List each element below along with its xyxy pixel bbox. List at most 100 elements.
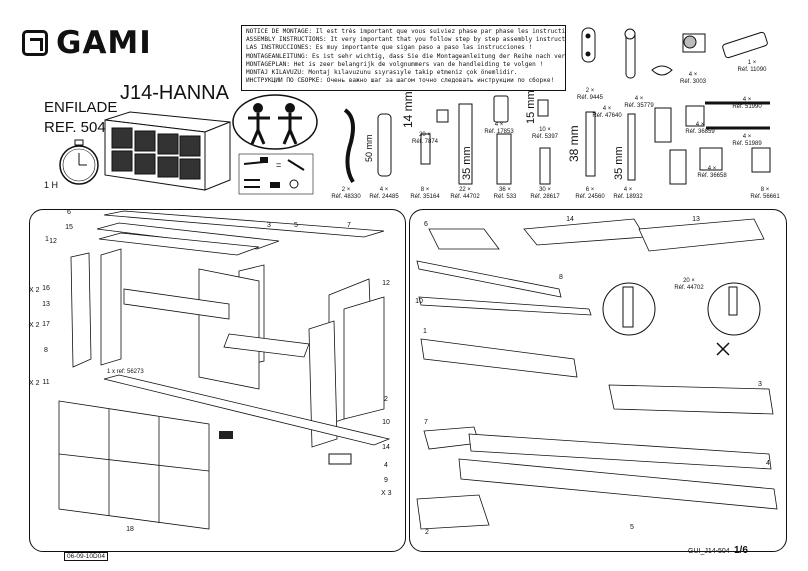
hardware-qty: 22 ×: [459, 187, 471, 193]
hardware-ref: Réf. 24485: [369, 194, 399, 200]
notice-line: MONTAJ KILAVUZU: Montaj kılavuzunu sıyra…: [246, 69, 518, 77]
dimension-labels: 50 mm 14 mm 35 mm 15 mm 38 mm 35 mm: [364, 90, 625, 180]
hardware-ref: Réf. 533: [494, 194, 517, 200]
hardware-ref: Réf. 36658: [697, 173, 727, 179]
footer-date: 06-09-10D04: [64, 552, 108, 561]
part-label: 18: [126, 526, 134, 533]
hardware-ref: Réf. 3003: [680, 79, 707, 85]
part-label: 13: [692, 216, 700, 223]
hardware-ref: Réf. 35779: [624, 103, 654, 109]
part-label: 14: [382, 444, 390, 451]
sideboard-illustration: [104, 111, 231, 191]
hardware-ref: Réf. 36859: [685, 129, 715, 135]
hardware-qty: 30 ×: [539, 187, 551, 193]
part-label: 16: [42, 285, 50, 292]
hardware-qty: 2 ×: [342, 187, 351, 193]
hardware-qty: 2 ×: [586, 88, 595, 94]
part-label: 2: [425, 529, 429, 536]
hardware-qty: 8 ×: [421, 187, 430, 193]
hardware-ref: Réf. 56661: [750, 194, 780, 200]
hardware-ref: Réf. 48330: [331, 194, 361, 200]
product-name: ENFILADE: [44, 99, 118, 116]
hardware-qty: 4 ×: [689, 72, 698, 78]
hardware-ref: Réf. 28617: [530, 194, 560, 200]
assembly-notice: NOTICE DE MONTAGE: Il est très important…: [241, 25, 566, 91]
hardware-qty: 4 ×: [696, 122, 705, 128]
hardware-qty: 10 ×: [539, 127, 551, 133]
hardware-ref: Réf. 11090: [738, 67, 768, 73]
hardware-ref: Réf. 5397: [532, 134, 559, 140]
part-label: 11: [42, 379, 49, 386]
part-label: 7: [347, 222, 351, 229]
quantity-multiplier: X 2: [29, 380, 40, 387]
hardware-ref: Réf. 47640: [592, 113, 622, 119]
hardware-qty: 4 ×: [743, 97, 752, 103]
callout-qty: 20 ×: [683, 278, 695, 284]
part-label: 5: [294, 222, 298, 229]
hardware-ref: Réf. 35164: [410, 194, 440, 200]
part-label: 13: [42, 301, 50, 308]
footer-date-value: 06-09-10: [67, 553, 94, 560]
part-note: 1 x ref: 56273: [107, 369, 144, 375]
hardware-ref: Réf. 7874: [412, 139, 439, 145]
dimension-label: 15 mm: [525, 90, 537, 124]
svg-text:=: =: [276, 160, 281, 170]
part-label: 12: [382, 280, 390, 287]
hardware-qty: 4 ×: [624, 187, 633, 193]
part-label: 10: [415, 298, 423, 305]
part-label: 3: [758, 381, 762, 388]
part-label: 1: [45, 236, 49, 243]
dimension-label: 14 mm: [401, 91, 415, 128]
notice-line: ИНСТРУКЦИИ ПО СБОРКЕ: Очень важно шаг за…: [246, 77, 555, 85]
tools-icon: =: [238, 153, 314, 195]
clock-icon: [59, 139, 99, 185]
assembly-time: 1 H: [44, 180, 59, 190]
part-label: 8: [559, 274, 563, 281]
hardware-ref: Réf. 9445: [577, 95, 604, 101]
notice-line: NOTICE DE MONTAGE: Il est très important…: [246, 28, 566, 35]
hardware-qty: 4 ×: [495, 122, 504, 128]
part-label: 2: [384, 396, 388, 403]
product-ref: REF. 504: [44, 119, 106, 136]
exploded-view-drawing: 6 15 1 12 16 13 17 8 11 3 5 7 12 2 10 14…: [29, 209, 392, 533]
part-label: 15: [65, 224, 73, 231]
part-label: 17: [42, 321, 50, 328]
model-title: J14-HANNA: [120, 82, 229, 104]
hardware-ref: Réf. 44702: [450, 194, 480, 200]
brand-logo: GAMI: [22, 25, 152, 61]
quantity-multiplier: X 2: [29, 287, 40, 294]
product-info: ENFILADE REF. 504: [44, 98, 117, 138]
two-person-assembly-icon: [232, 94, 318, 150]
dimension-label: 35 mm: [461, 146, 473, 180]
part-label: 5: [630, 524, 634, 531]
part-label: 9: [384, 477, 388, 484]
part-label: 14: [566, 216, 574, 223]
part-label: 7: [424, 419, 428, 426]
hardware-ref: Réf. 17853: [484, 129, 514, 135]
hardware-qty: 4 ×: [635, 96, 644, 102]
footer-code: GUI_J14-504: [688, 548, 730, 555]
part-label: 8: [44, 347, 48, 354]
hardware-qty: 4 ×: [708, 166, 717, 172]
callout-ref: Réf. 44702: [674, 285, 704, 291]
hardware-ref: Réf. 51989: [732, 141, 762, 147]
quantity-multiplier: X 2: [29, 322, 40, 329]
part-label: 1: [423, 328, 427, 335]
hardware-qty: 6 ×: [586, 187, 595, 193]
hardware-qty: 8 ×: [761, 187, 770, 193]
part-label: 3: [267, 222, 271, 229]
parts-layout-panel: [409, 209, 787, 552]
dimension-label: 35 mm: [613, 146, 625, 180]
hardware-ref: Réf. 24560: [575, 194, 605, 200]
gami-logo-icon: [22, 30, 48, 56]
part-label: 4: [384, 462, 388, 469]
hardware-qty: 1 ×: [748, 60, 757, 66]
exploded-view-panel: [29, 209, 406, 552]
dimension-label: 38 mm: [567, 125, 581, 162]
part-label: 10: [382, 419, 390, 426]
page-number: 1/6: [734, 545, 748, 556]
quantity-multiplier: X 3: [381, 490, 392, 497]
notice-line: LAS INSTRUCCIONES: Es muy importante que…: [246, 44, 533, 52]
hardware-qty: 36 ×: [499, 187, 511, 193]
notice-line: MONTAGEANLEITUNG: Es ist sehr wichtig, d…: [246, 52, 566, 60]
